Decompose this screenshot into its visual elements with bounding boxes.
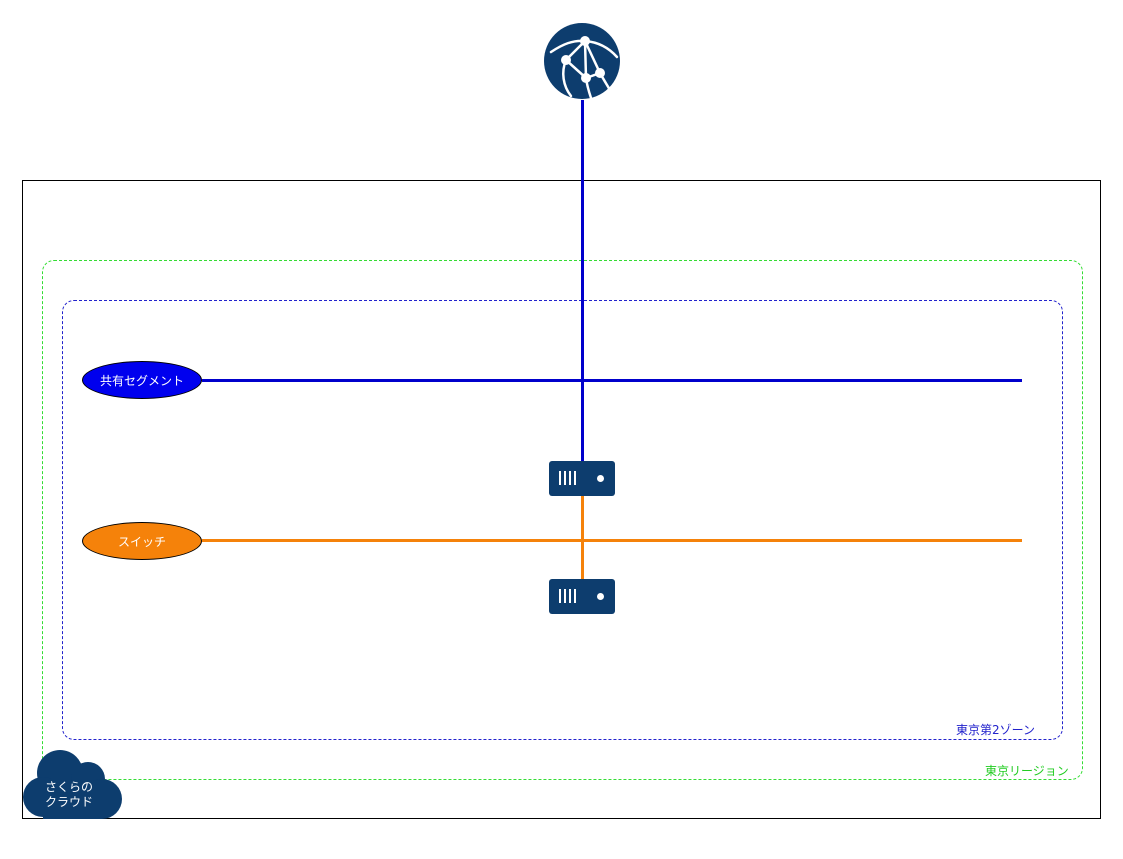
region-boundary — [42, 260, 1083, 780]
provider-label: さくらの クラウド — [44, 780, 93, 809]
server-icon[interactable] — [549, 461, 615, 496]
region-label: 東京リージョン — [985, 764, 1069, 778]
switch-line — [202, 539, 1022, 542]
shared-segment-label: 共有セグメント — [99, 373, 184, 388]
globe-network-icon[interactable] — [543, 22, 621, 100]
zone-boundary — [62, 300, 1063, 740]
internet-uplink — [581, 100, 584, 463]
switch-node[interactable]: スイッチ — [82, 522, 202, 560]
shared-segment-node[interactable]: 共有セグメント — [82, 361, 202, 399]
cloud-icon — [23, 750, 122, 819]
zone-label: 東京第2ゾーン — [956, 723, 1036, 737]
shared-segment-line — [202, 379, 1022, 382]
switch-label: スイッチ — [117, 534, 166, 549]
server-interconnect — [581, 495, 584, 580]
cloud-boundary — [22, 180, 1101, 819]
server-icon[interactable] — [549, 579, 615, 614]
